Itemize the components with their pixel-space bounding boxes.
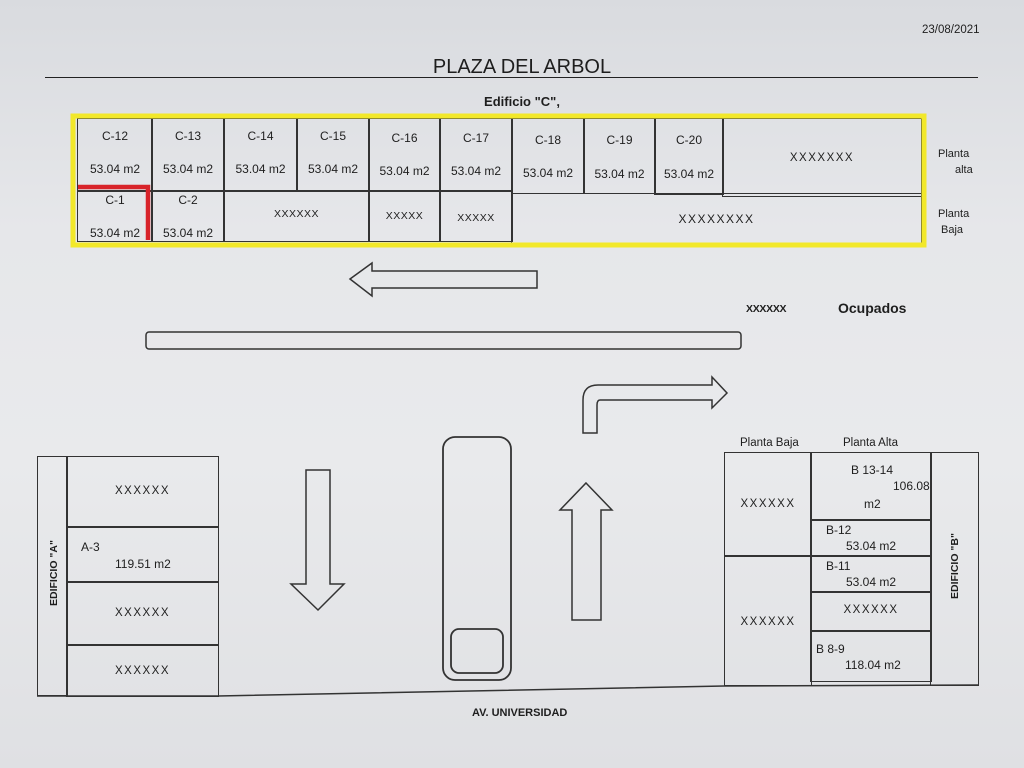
occupied-mark: XXXXXX [740,498,796,510]
down-arrow-icon [289,469,346,612]
unit-code: B 8-9 [816,642,845,656]
unit-area: 119.51 m2 [115,557,171,571]
unit-a-occupied-3[interactable]: XXXXXX [66,644,219,697]
occupied-mark: XXXXXXX [789,152,855,164]
building-b-label: EDIFICIO "B" [949,533,961,599]
unit-occupied-lower-2[interactable]: XXXXX [368,190,441,242]
unit-area: 53.04 m2 [162,226,214,240]
turn-right-arrow-icon [582,375,729,434]
unit-area: 53.04 m2 [594,167,645,181]
page-title: PLAZA DEL ARBOL [432,56,612,78]
unit-area: 53.04 m2 [846,575,897,589]
legend-label: Ocupados [838,300,907,316]
unit-b-13-14[interactable]: B 13-14 106.08 m2 [810,452,932,521]
occupied-mark: XXXXX [385,210,424,222]
unit-b-occupied[interactable]: XXXXXX [810,591,932,632]
occupied-mark: XXXXXX [114,485,171,497]
occupied-mark: XXXXX [457,212,495,224]
building-b-ground-header: Planta Baja [740,437,799,449]
occupied-mark: XXXXXX [114,607,171,619]
building-a-label: EDIFICIO "A" [48,540,60,606]
unit-area: 118.04 m2 [845,658,901,672]
occupied-mark: XXXXXXXX [678,212,755,226]
unit-b-ground-occupied-1[interactable]: XXXXXX [724,452,812,557]
unit-area: 53.04 m2 [307,162,359,176]
unit-b-ground-occupied-2[interactable]: XXXXXX [724,555,812,686]
unit-area: 53.04 m2 [522,166,574,180]
unit-code: C-15 [319,129,346,143]
unit-area: 53.04 m2 [235,162,286,176]
unit-code: B-12 [826,523,852,537]
red-corner-mark [78,184,151,240]
unit-code: C-12 [101,129,128,143]
occupied-mark: XXXXXX [740,616,796,628]
upper-floor-label-line1: Planta [938,148,970,160]
unit-code: C-20 [675,133,702,147]
driveway-bar [145,331,742,350]
unit-area: 53.04 m2 [846,539,897,553]
unit-code: C-19 [606,133,633,147]
document-date: 23/08/2021 [922,24,980,36]
unit-b-12[interactable]: B-12 53.04 m2 [810,519,932,557]
unit-area: 53.04 m2 [663,167,715,181]
lower-floor-label-line1: Planta [938,208,970,220]
unit-a-occupied-2[interactable]: XXXXXX [66,581,219,646]
unit-code: C-1 [105,193,125,207]
unit-a-3[interactable]: A-3 119.51 m2 [66,526,219,583]
unit-area: 53.04 m2 [450,164,502,178]
upper-floor-label-line2: alta [955,164,973,176]
building-a-side: EDIFICIO "A" [37,456,68,696]
unit-b-8-9[interactable]: B 8-9 118.04 m2 [810,630,932,682]
unit-code: C-16 [391,131,418,145]
unit-area: 53.04 m2 [89,162,141,176]
unit-code: C-13 [174,129,201,143]
unit-code: C-2 [178,193,198,207]
unit-area: 53.04 m2 [379,164,430,178]
unit-c-15[interactable]: C-15 53.04 m2 [296,118,370,192]
unit-area-value: 106.08 [893,479,930,493]
vehicle-shape [442,436,512,681]
building-c-label: Edificio "C", [484,94,560,109]
unit-occupied-lower-3[interactable]: XXXXX [439,190,513,242]
lower-floor-label: Planta Baja [938,206,969,238]
unit-area-unit: m2 [864,497,881,511]
unit-code: C-17 [462,131,489,145]
building-b-side: EDIFICIO "B" [930,452,979,686]
occupied-mark: XXXXXX [843,604,899,616]
vehicle-window [450,628,504,674]
occupied-mark: XXXXXX [114,665,171,677]
unit-code: C-14 [247,129,274,143]
legend-mark: XXXXXX [746,303,787,315]
highlight-frame [70,113,927,248]
building-b-upper-header: Planta Alta [843,437,898,449]
unit-area: 53.04 m2 [89,226,141,240]
street-label: AV. UNIVERSIDAD [472,707,568,719]
unit-a-occupied-1[interactable]: XXXXXX [66,456,219,528]
unit-code: B 13-14 [851,463,894,477]
lower-floor-label-line2: Baja [941,224,964,236]
unit-occupied-lower-1[interactable]: XXXXXX [223,190,370,242]
unit-code: B-11 [826,559,851,573]
unit-c-2[interactable]: C-2 53.04 m2 [151,190,225,242]
unit-b-11[interactable]: B-11 53.04 m2 [810,555,932,593]
unit-code: A-3 [81,540,100,554]
up-arrow-icon [558,481,614,621]
unit-area: 53.04 m2 [162,162,214,176]
unit-code: C-18 [534,133,561,147]
left-arrow-icon [348,261,538,298]
unit-c-1[interactable]: C-1 53.04 m2 [77,190,153,242]
title-rule [45,77,978,78]
occupied-mark: XXXXXX [273,208,320,220]
upper-floor-label: Planta alta [938,146,973,178]
